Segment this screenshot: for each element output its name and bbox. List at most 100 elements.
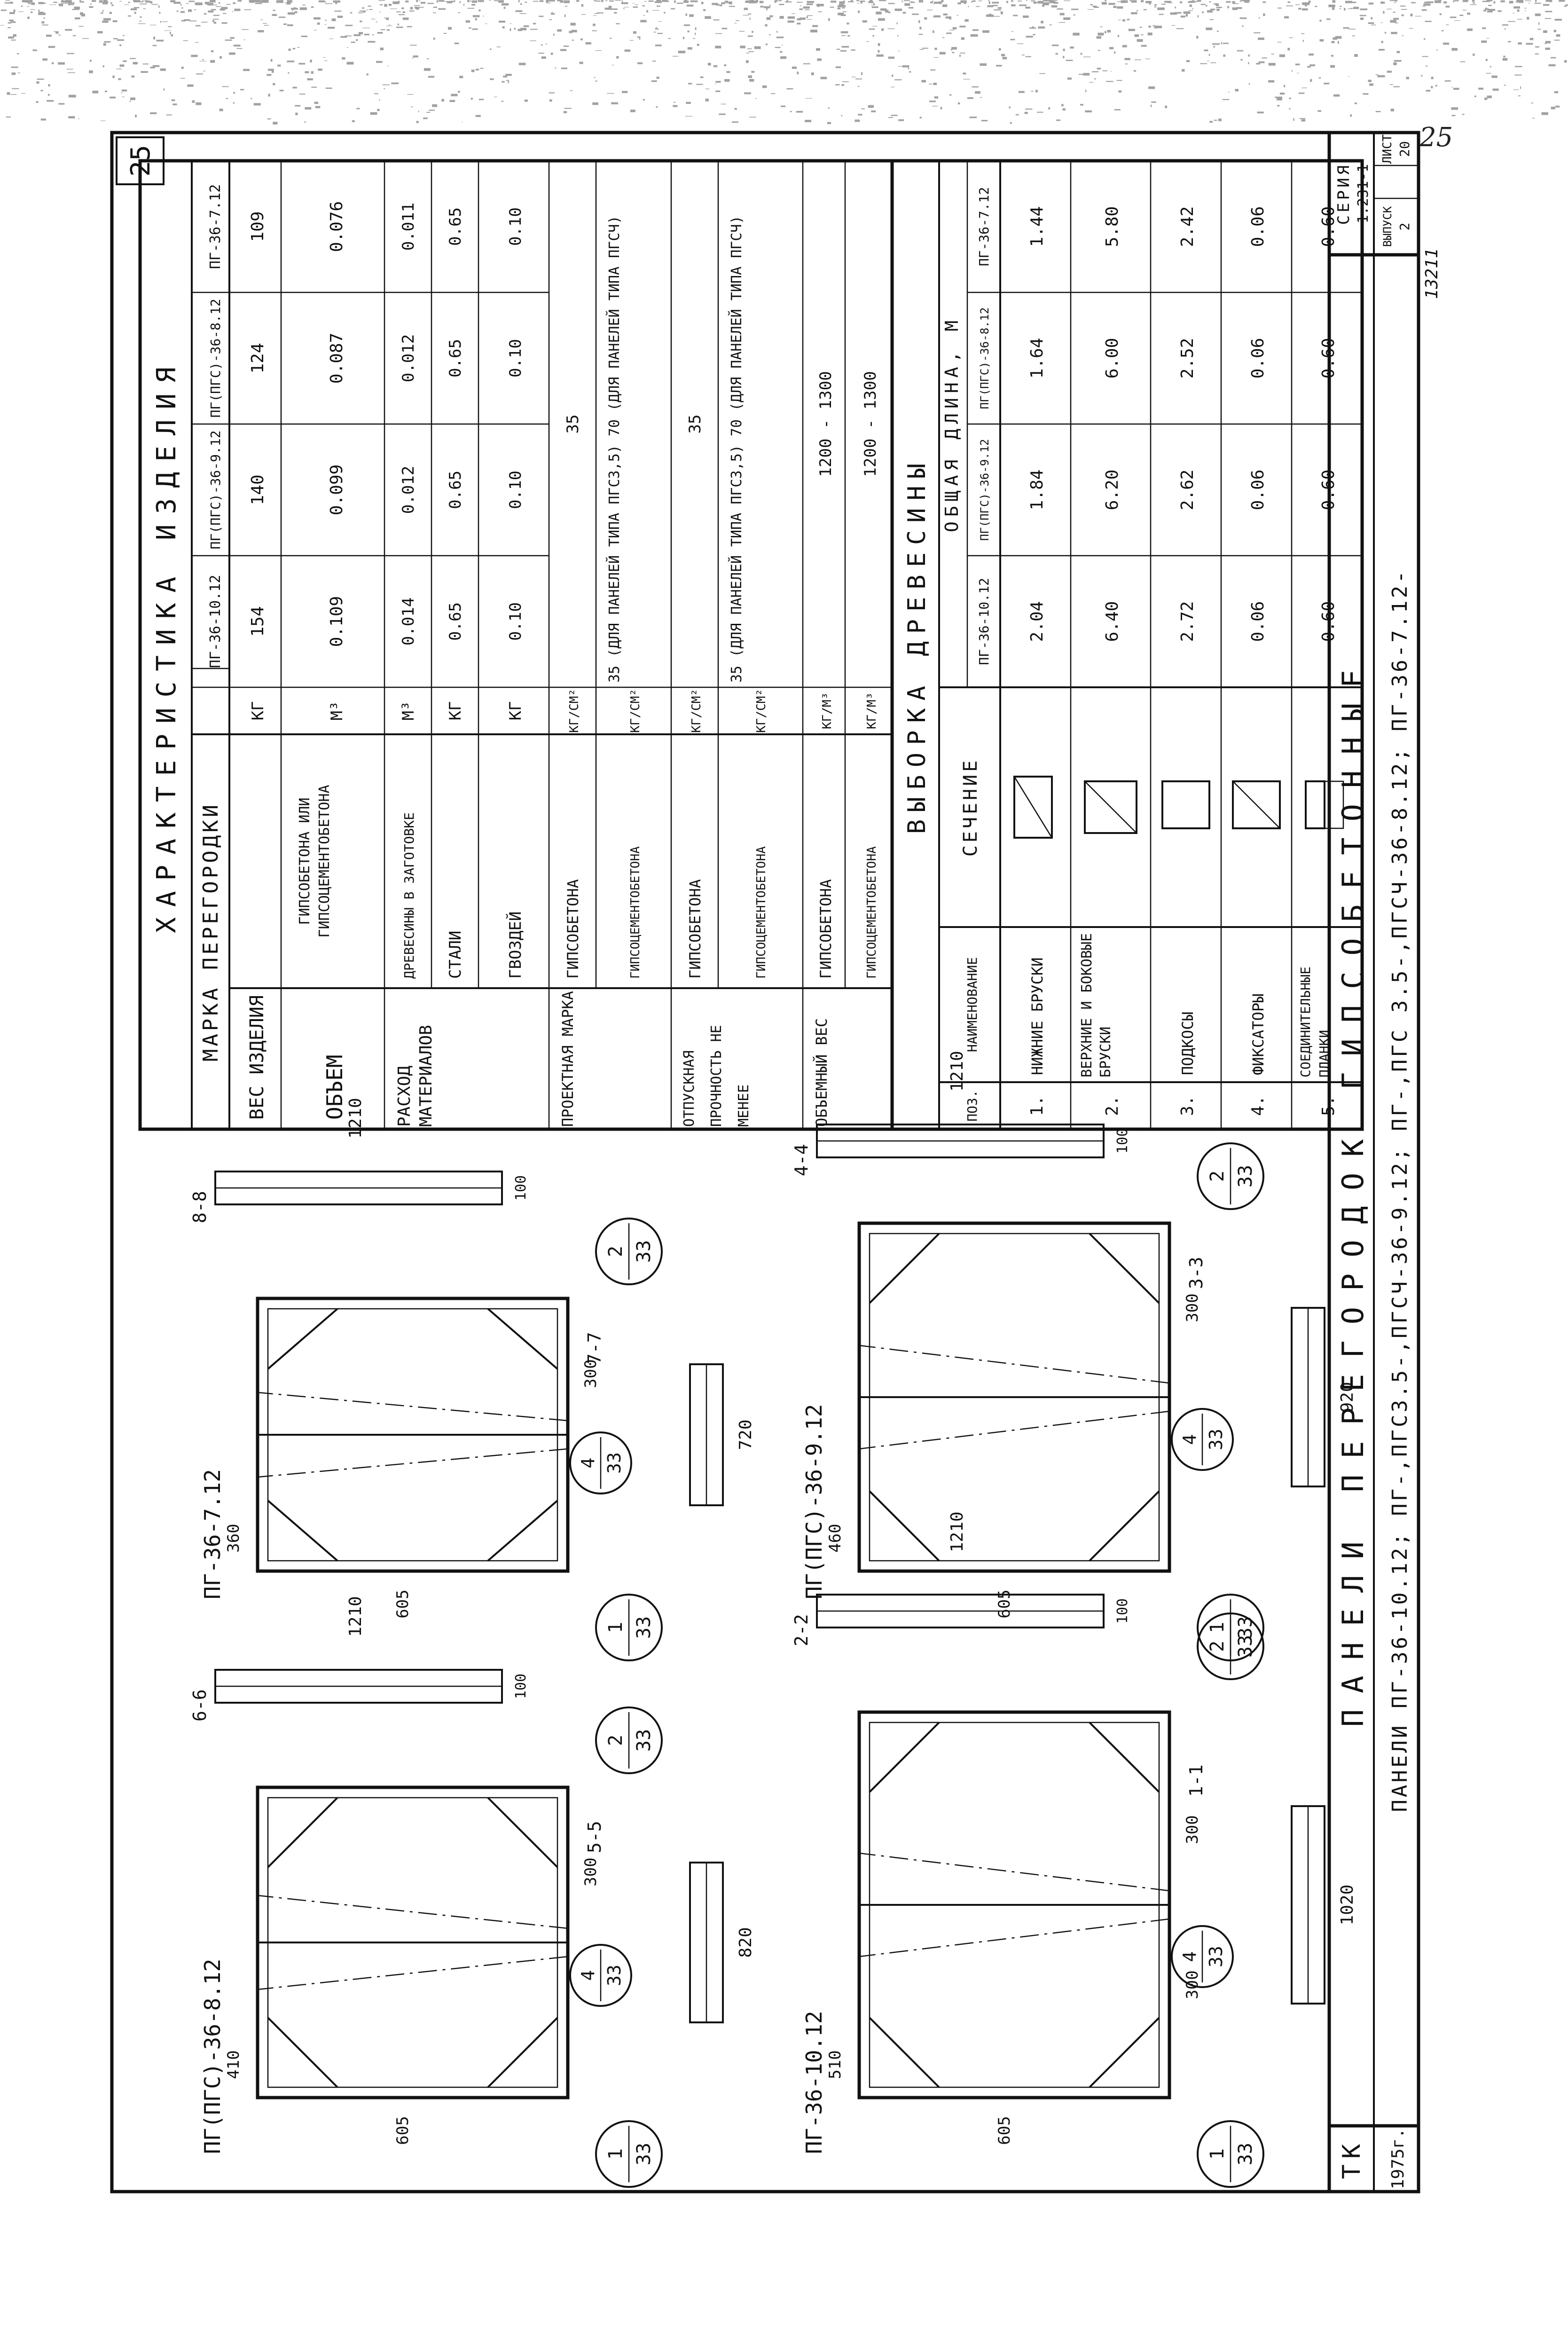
section-sketch-2: [1084, 780, 1137, 834]
svg-text:1210: 1210: [948, 1511, 967, 1552]
char-row-unit: КГ/СМ²: [754, 689, 768, 733]
section-sketch-1: [1013, 776, 1053, 839]
svg-text:4: 4: [578, 1970, 598, 1981]
char-cell: 0.087: [327, 333, 346, 384]
section-bar-5-5: 820: [689, 1862, 755, 2023]
svg-text:4: 4: [578, 1458, 598, 1469]
dim-300: 300: [1183, 1815, 1202, 1844]
char-row-unit: КГ/М³: [865, 692, 879, 729]
svg-text:2: 2: [1207, 1171, 1228, 1182]
svg-text:33: 33: [604, 1452, 625, 1474]
char-row-unit: М³: [399, 701, 418, 721]
char-row-unit: КГ: [506, 701, 525, 721]
sec-7-7: 7-7: [584, 1332, 605, 1364]
section-bar-1-1: 1020: [1291, 1805, 1357, 2005]
svg-text:100: 100: [513, 1674, 529, 1699]
char-cell: 0.65: [446, 207, 465, 246]
svg-text:4: 4: [1179, 1434, 1200, 1445]
wood-cell: 5.80: [1103, 206, 1122, 247]
wood-name: НИЖНИЕ БРУСКИ: [1028, 958, 1046, 1075]
svg-text:33: 33: [1206, 1429, 1226, 1450]
svg-text:2-2: 2-2: [791, 1614, 812, 1646]
wood-cell: 2.72: [1178, 601, 1197, 642]
wood-cell: 0.06: [1248, 338, 1268, 379]
scan-noise: [0, 0, 1568, 125]
wood-name: ВЕРХНИЕ И БОКОВЫЕ БРУСКИ: [1079, 933, 1114, 1077]
series-label: СЕРИЯ: [1334, 163, 1353, 225]
char-cell: 0.012: [399, 466, 418, 514]
char-cell-merged: 35 (ДЛЯ ПАНЕЛЕЙ ТИПА ПГС3,5) 70 (ДЛЯ ПАН…: [729, 215, 745, 683]
char-cell: 0.099: [327, 464, 346, 515]
dim-460: 460: [826, 1524, 845, 1552]
wood-cell: 6.00: [1103, 338, 1122, 379]
char-row-name: ОТПУСКНАЯ ПРОЧНОСТЬ НЕ МЕНЕЕ: [681, 1025, 752, 1127]
char-row-unit: КГ: [249, 701, 267, 721]
stamp-number: 13211: [1422, 248, 1442, 299]
wood-table-title: ВЫБОРКА ДРЕВЕСИНЫ: [903, 456, 931, 834]
section-bar-7-7: 720: [689, 1363, 755, 1506]
char-cell: 0.65: [446, 339, 465, 377]
wood-cell: 1.64: [1027, 338, 1047, 379]
char-row-sub: ГИПСОБЕТОНА: [817, 879, 835, 979]
svg-text:8-8: 8-8: [189, 1191, 210, 1223]
drawing-sheet: ХАРАКТЕРИСТИКА ИЗДЕЛИЯ МАРКА ПЕРЕГОРОДКИ…: [84, 104, 1447, 2220]
wood-pos: 4.: [1248, 1095, 1268, 1116]
wood-col-length: ОБЩАЯ ДЛИНА, М: [941, 316, 962, 532]
drawing-svg: ХАРАКТЕРИСТИКА ИЗДЕЛИЯ МАРКА ПЕРЕГОРОДКИ…: [110, 131, 1442, 2194]
char-header-3: ПГ(ПГС)-36-8.12: [208, 299, 223, 418]
char-cell: 0.012: [399, 334, 418, 382]
issue-label: ВЫПУСК: [1381, 206, 1394, 247]
char-row-sub: ГИПСОЦЕМЕНТОБЕТОНА: [628, 846, 643, 979]
svg-text:33: 33: [1235, 1635, 1256, 1658]
section-bar-2-2: 1210 2-2 100: [791, 1511, 1131, 1646]
char-row-name: ВЕС ИЗДЕЛИЯ: [246, 995, 268, 1120]
callout-4-33: 4 33: [569, 1944, 632, 2007]
characteristics-table: ХАРАКТЕРИСТИКА ИЗДЕЛИЯ МАРКА ПЕРЕГОРОДКИ…: [138, 159, 894, 1131]
wood-cell: 2.52: [1178, 338, 1197, 379]
wood-name: ПОДКОСЫ: [1179, 1012, 1197, 1075]
dim-300: 300: [581, 1857, 600, 1886]
svg-text:1: 1: [605, 2148, 627, 2160]
panel-1-label: ПГ-36-10.12: [801, 2011, 827, 2154]
char-row-sub: СТАЛИ: [446, 931, 465, 979]
wood-cell: 2.42: [1178, 206, 1197, 247]
char-row-unit: КГ/СМ²: [567, 689, 581, 733]
section-sketch-5: [1305, 780, 1344, 829]
svg-text:33: 33: [1235, 1616, 1256, 1639]
char-row-unit: КГ/СМ²: [690, 689, 704, 733]
char-row-unit: М³: [328, 701, 346, 721]
sec-5-5: 5-5: [584, 1821, 605, 1853]
svg-text:33: 33: [604, 1965, 625, 1986]
sheet-value: 20: [1397, 141, 1412, 157]
wood-cell: 6.40: [1103, 601, 1122, 642]
dim-605: 605: [995, 1589, 1014, 1618]
panel-3-label: ПГ(ПГС)-36-8.12: [200, 1959, 225, 2154]
char-cell-merged: 1200 - 1300: [816, 371, 835, 477]
wood-header-3: ПГ(ПГС)-36-8.12: [978, 307, 991, 409]
wood-cell: 2.62: [1178, 470, 1197, 511]
char-header-2: ПГ(ПГС)-36-9.12: [208, 431, 223, 550]
svg-text:33: 33: [633, 2143, 655, 2165]
char-row-sub: ГВОЗДЕЙ: [506, 912, 525, 979]
issue-value: 2: [1397, 223, 1412, 231]
char-row-unit: КГ/СМ²: [628, 689, 643, 733]
wood-cell: 2.04: [1027, 601, 1047, 642]
svg-text:1: 1: [605, 1622, 627, 1633]
svg-text:100: 100: [1114, 1598, 1131, 1624]
title-org: ТК: [1338, 2139, 1366, 2179]
section-sketch-3: [1161, 780, 1210, 829]
wood-header-2: ПГ(ПГС)-36-9.12: [978, 439, 991, 541]
char-cell: 0.10: [506, 602, 525, 641]
char-row-sub: ГИПСОБЕТОНА: [686, 879, 704, 979]
dim-605: 605: [995, 2116, 1014, 2145]
char-cell: 0.014: [399, 598, 418, 645]
char-header-1: ПГ-36-10.12: [207, 575, 224, 668]
wood-col-name: НАИМЕНОВАНИЕ: [964, 957, 980, 1052]
char-row-sub: ГИПСОЦЕМЕНТОБЕТОНА: [754, 846, 768, 979]
char-cell: 0.65: [446, 471, 465, 509]
